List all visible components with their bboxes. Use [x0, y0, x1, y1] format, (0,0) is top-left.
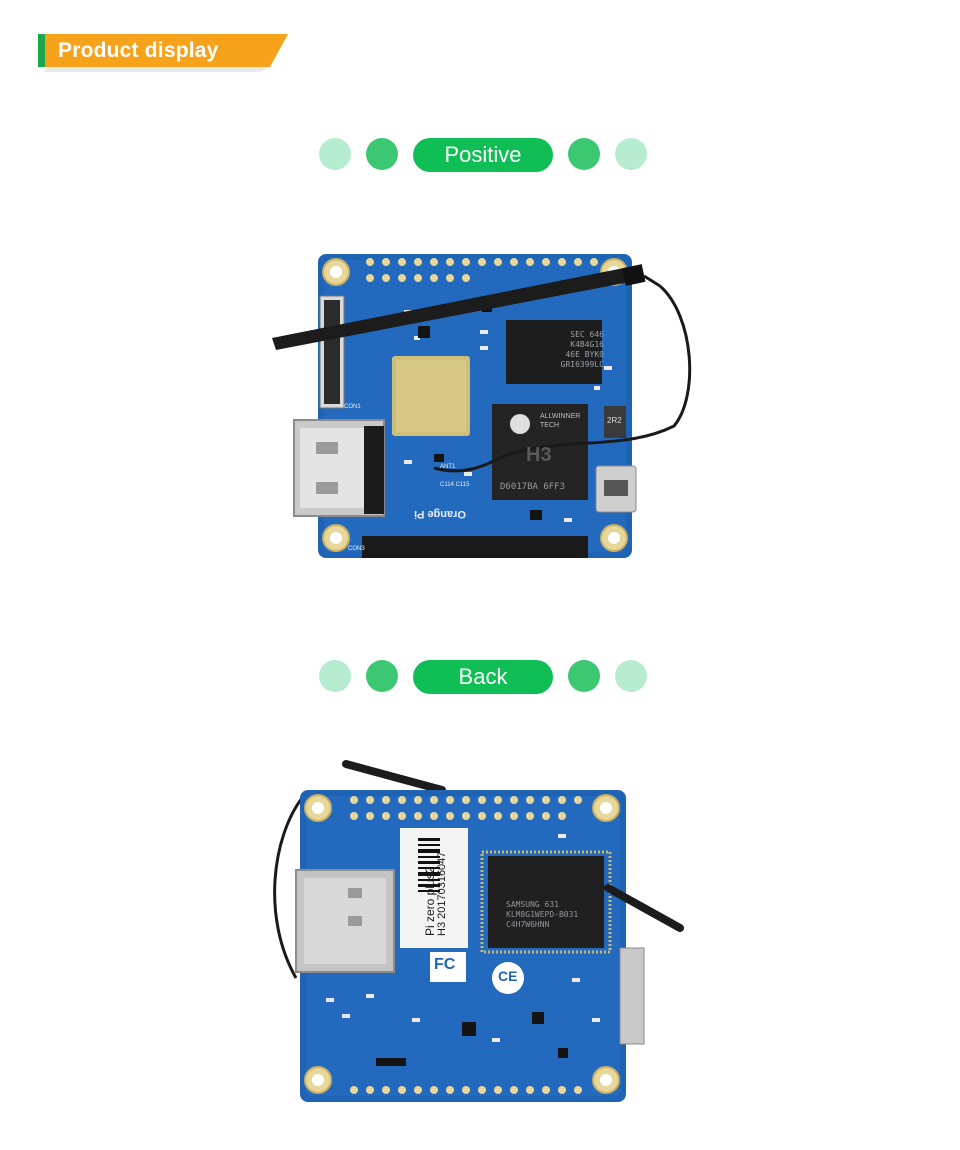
banner-ribbon-shape: [38, 34, 288, 72]
ram-chip-marking: SEC 646 K4B4G16 46E BYK0 GRI6399LC: [560, 330, 604, 369]
board-model-label: Pi zero plus2 H3 20170316047: [423, 851, 448, 936]
soc-chip-model: H3: [526, 444, 552, 466]
silkscreen-label: CON3: [348, 546, 365, 552]
decor-dot: [615, 138, 647, 170]
decor-dot: [319, 138, 351, 170]
inductor-marking: 2R2: [607, 416, 622, 425]
board-front-image: SEC 646 K4B4G16 46E BYK0 GRI6399LC ALLWI…: [264, 246, 694, 571]
soc-chip-marking: ALLWINNER TECH: [540, 413, 581, 429]
positive-label: Positive: [413, 138, 553, 172]
decor-dot: [615, 660, 647, 692]
section-label-back: Back: [0, 656, 960, 696]
decor-dot: [366, 138, 398, 170]
decor-dot: [568, 660, 600, 692]
soc-chip-code: D6017BA 6FF3: [500, 482, 566, 492]
decor-dot: [366, 660, 398, 692]
decor-dot: [319, 660, 351, 692]
board-back-image: Pi zero plus2 H3 20170316047 SAMSUNG 631…: [262, 758, 692, 1113]
silkscreen-label: CON1: [344, 404, 361, 410]
section-label-positive: Positive: [0, 134, 960, 174]
silkscreen-label: C114 C115: [440, 482, 470, 488]
ce-mark: CE: [498, 968, 518, 984]
silkscreen-label: ANT1: [440, 464, 456, 470]
back-label: Back: [413, 660, 553, 694]
decor-dot: [568, 138, 600, 170]
emmc-chip-marking: SAMSUNG 631 KLM8G1WEPD-B031 C4H7W6HNN: [506, 900, 579, 929]
section-title: Product display: [58, 39, 219, 62]
board-logo-text: Orange Pi: [414, 508, 466, 520]
fcc-mark: FC: [434, 956, 456, 973]
section-banner: Product display: [38, 34, 290, 72]
